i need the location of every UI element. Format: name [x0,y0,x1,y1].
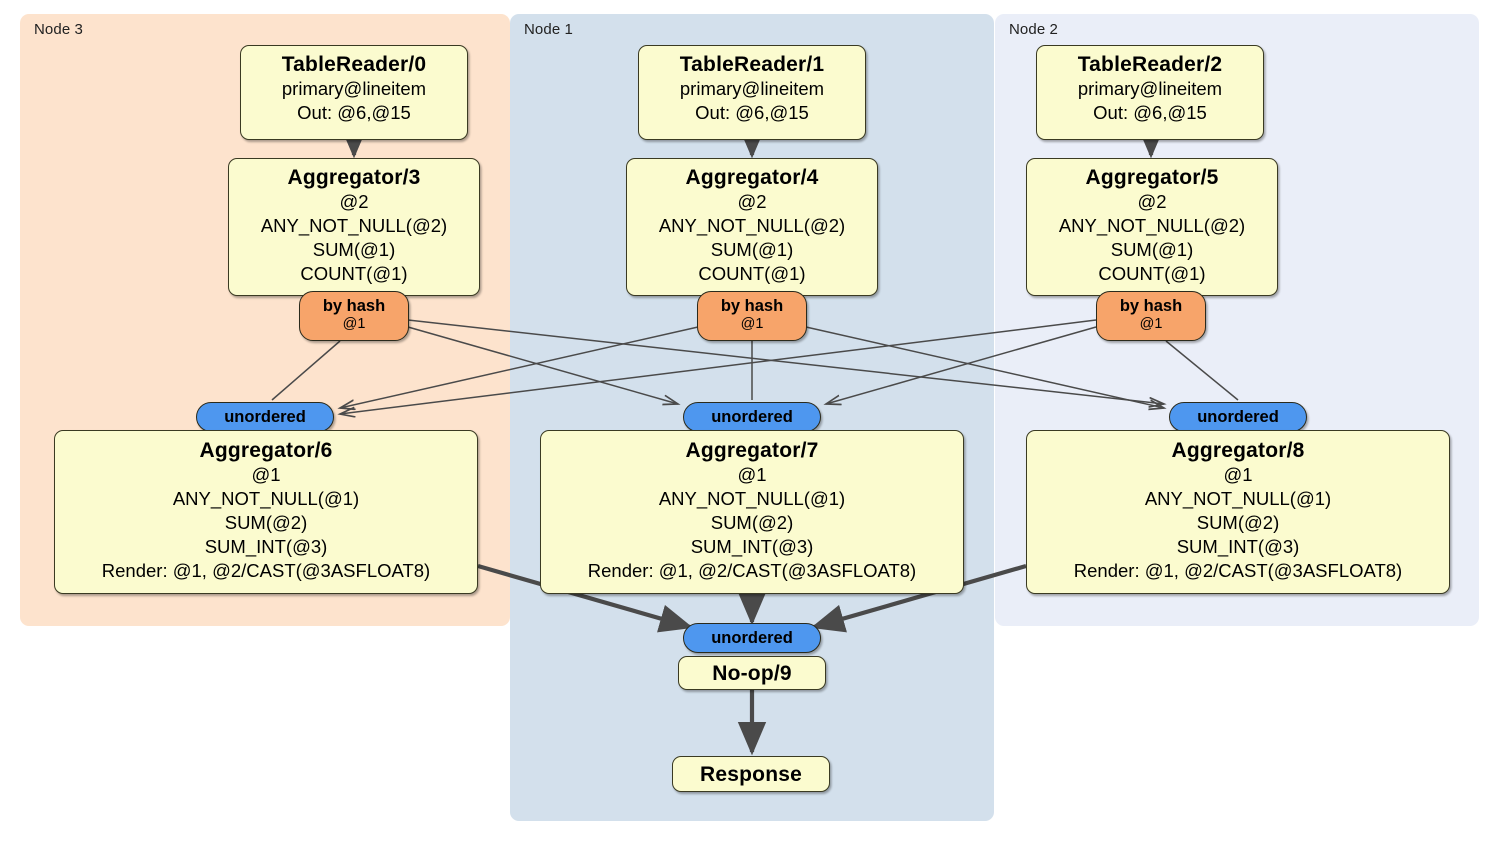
aggregator-3-line-2: ANY_NOT_NULL(@2) [260,215,448,236]
aggregator-8-line-4: SUM_INT(@3) [1176,536,1300,557]
by-hash-4-label: by hash [720,297,784,315]
by-hash-5-label: by hash [1119,297,1183,315]
region-label-node-3: Node 3 [34,21,83,38]
router-by-hash-4[interactable]: by hash @1 [697,291,807,341]
aggregator-8-line-3: SUM(@2) [1196,512,1280,533]
aggregator-6-title: Aggregator/6 [199,439,333,462]
node-response[interactable]: Response [672,756,830,792]
region-label-node-1: Node 1 [524,21,573,38]
aggregator-8-title: Aggregator/8 [1171,439,1305,462]
tablereader-1-line-2: Out: @6,@15 [695,102,809,123]
tablereader-2-line-1: primary@lineitem [1077,78,1223,99]
aggregator-6-line-3: SUM(@2) [224,512,308,533]
aggregator-5-title: Aggregator/5 [1085,166,1219,189]
unordered-8-label: unordered [1197,407,1279,426]
aggregator-7-title: Aggregator/7 [685,439,819,462]
aggregator-3-title: Aggregator/3 [287,166,421,189]
aggregator-7-render: Render: @1, @2/CAST(@3ASFLOAT8) [587,560,917,581]
aggregator-4-title: Aggregator/4 [685,166,819,189]
unordered-6-label: unordered [224,407,306,426]
node-aggregator-7[interactable]: Aggregator/7 @1 ANY_NOT_NULL(@1) SUM(@2)… [540,430,964,594]
aggregator-6-line-2: ANY_NOT_NULL(@1) [172,488,360,509]
node-aggregator-6[interactable]: Aggregator/6 @1 ANY_NOT_NULL(@1) SUM(@2)… [54,430,478,594]
aggregator-5-line-4: COUNT(@1) [1098,263,1206,284]
by-hash-4-column: @1 [740,316,764,332]
router-by-hash-5[interactable]: by hash @1 [1096,291,1206,341]
node-aggregator-8[interactable]: Aggregator/8 @1 ANY_NOT_NULL(@1) SUM(@2)… [1026,430,1450,594]
node-tablereader-0[interactable]: TableReader/0 primary@lineitem Out: @6,@… [240,45,468,140]
aggregator-4-line-3: SUM(@1) [710,239,794,260]
aggregator-7-line-3: SUM(@2) [710,512,794,533]
node-aggregator-3[interactable]: Aggregator/3 @2 ANY_NOT_NULL(@2) SUM(@1)… [228,158,480,296]
response-title: Response [700,762,802,786]
node-no-op-9[interactable]: No-op/9 [678,656,826,690]
router-unordered-6[interactable]: unordered [196,402,334,432]
aggregator-5-line-3: SUM(@1) [1110,239,1194,260]
aggregator-6-line-1: @1 [251,464,281,485]
tablereader-2-title: TableReader/2 [1077,53,1223,76]
tablereader-0-title: TableReader/0 [281,53,427,76]
aggregator-4-line-4: COUNT(@1) [698,263,806,284]
aggregator-4-line-1: @2 [737,191,767,212]
aggregator-4-line-2: ANY_NOT_NULL(@2) [658,215,846,236]
aggregator-8-line-1: @1 [1223,464,1253,485]
aggregator-3-line-1: @2 [339,191,369,212]
node-tablereader-1[interactable]: TableReader/1 primary@lineitem Out: @6,@… [638,45,866,140]
by-hash-5-column: @1 [1139,316,1163,332]
aggregator-8-render: Render: @1, @2/CAST(@3ASFLOAT8) [1073,560,1403,581]
aggregator-5-line-2: ANY_NOT_NULL(@2) [1058,215,1246,236]
by-hash-3-label: by hash [322,297,386,315]
node-tablereader-2[interactable]: TableReader/2 primary@lineitem Out: @6,@… [1036,45,1264,140]
router-unordered-7[interactable]: unordered [683,402,821,432]
aggregator-7-line-4: SUM_INT(@3) [690,536,814,557]
aggregator-7-line-1: @1 [737,464,767,485]
router-unordered-8[interactable]: unordered [1169,402,1307,432]
tablereader-2-line-2: Out: @6,@15 [1093,102,1207,123]
router-unordered-9[interactable]: unordered [683,623,821,653]
node-aggregator-4[interactable]: Aggregator/4 @2 ANY_NOT_NULL(@2) SUM(@1)… [626,158,878,296]
aggregator-7-line-2: ANY_NOT_NULL(@1) [658,488,846,509]
node-aggregator-5[interactable]: Aggregator/5 @2 ANY_NOT_NULL(@2) SUM(@1)… [1026,158,1278,296]
aggregator-5-line-1: @2 [1137,191,1167,212]
tablereader-0-line-1: primary@lineitem [281,78,427,99]
aggregator-3-line-3: SUM(@1) [312,239,396,260]
region-label-node-2: Node 2 [1009,21,1058,38]
aggregator-6-line-4: SUM_INT(@3) [204,536,328,557]
unordered-9-label: unordered [711,628,793,647]
aggregator-3-line-4: COUNT(@1) [300,263,408,284]
tablereader-1-line-1: primary@lineitem [679,78,825,99]
by-hash-3-column: @1 [342,316,366,332]
tablereader-1-title: TableReader/1 [679,53,825,76]
tablereader-0-line-2: Out: @6,@15 [297,102,411,123]
router-by-hash-3[interactable]: by hash @1 [299,291,409,341]
unordered-7-label: unordered [711,407,793,426]
no-op-9-title: No-op/9 [712,661,792,685]
aggregator-6-render: Render: @1, @2/CAST(@3ASFLOAT8) [101,560,431,581]
aggregator-8-line-2: ANY_NOT_NULL(@1) [1144,488,1332,509]
